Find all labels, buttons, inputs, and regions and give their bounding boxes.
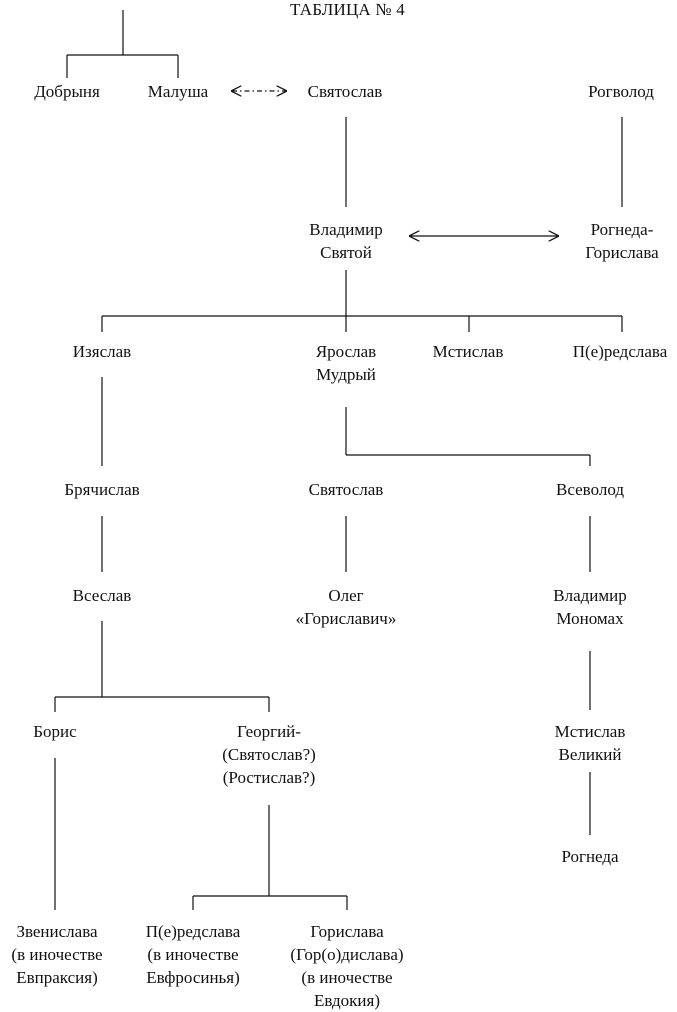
node-label: Борис <box>33 722 77 741</box>
node-label: Рогнеда- <box>590 220 654 239</box>
node-vsevolod: Всеволод <box>505 478 675 501</box>
node-label: Мудрый <box>316 365 376 384</box>
node-bryachislav: Брячислав <box>17 478 187 501</box>
node-rogneda-gorislava: Рогнеда- Горислава <box>537 218 677 264</box>
node-label: «Гориславич» <box>295 609 397 628</box>
node-label: Добрыня <box>34 82 100 101</box>
node-label: Брячислав <box>64 480 140 499</box>
node-label: Евдокия) <box>314 991 380 1010</box>
node-label: Горислава <box>585 243 659 262</box>
node-label: Мономах <box>556 609 624 628</box>
node-label: Владимир <box>553 586 627 605</box>
node-rogvolod: Рогволод <box>536 80 677 103</box>
node-label: Святой <box>320 243 372 262</box>
node-label: Горислава <box>310 922 384 941</box>
node-label: Евпраксия) <box>16 968 98 987</box>
node-label: (Гор(о)дислава) <box>290 945 404 964</box>
node-label: Георгий- <box>237 722 301 741</box>
node-label: Рогнеда <box>561 847 619 866</box>
node-oleg-gorislavich: Олег «Гориславич» <box>261 584 431 630</box>
node-mstislav: Мстислав <box>383 340 553 363</box>
node-vseslav: Всеслав <box>17 584 187 607</box>
node-label: Мстислав <box>554 722 626 741</box>
node-label: Святослав <box>307 82 383 101</box>
node-label: Святослав <box>308 480 384 499</box>
node-dobrynya: Добрыня <box>0 80 152 103</box>
node-label: (в иночестве <box>147 945 239 964</box>
node-label: Мстислав <box>432 342 504 361</box>
node-label: (в иночестве <box>301 968 393 987</box>
node-gorislava: Горислава (Гор(о)дислава) (в иночестве Е… <box>262 920 432 1012</box>
node-rogneda-mstislavna: Рогнеда <box>505 845 675 868</box>
node-malusha: Малуша <box>93 80 263 103</box>
node-predslava-yevfrosinya: П(е)редслава (в иночестве Евфросинья) <box>108 920 278 989</box>
node-label: Владимир <box>309 220 383 239</box>
node-mstislav-velikiy: Мстислав Великий <box>505 720 675 766</box>
node-label: Евфросинья) <box>146 968 240 987</box>
node-georgiy: Георгий- (Святослав?) (Ростислав?) <box>184 720 354 789</box>
node-vladimir-svyatoy: Владимир Святой <box>261 218 431 264</box>
node-label: (Ростислав?) <box>222 768 316 787</box>
node-label: Всеволод <box>556 480 624 499</box>
node-vladimir-monomakh: Владимир Мономах <box>505 584 675 630</box>
node-svyatoslav-yaroslavich: Святослав <box>261 478 431 501</box>
node-svyatoslav-igorevich: Святослав <box>260 80 430 103</box>
node-izyaslav: Изяслав <box>17 340 187 363</box>
node-label: Изяслав <box>72 342 132 361</box>
node-label: Всеслав <box>72 586 132 605</box>
node-boris: Борис <box>0 720 140 743</box>
node-label: Малуша <box>147 82 209 101</box>
node-label: П(е)редслава <box>145 922 241 941</box>
node-yaroslav-mudry: Ярослав Мудрый <box>261 340 431 386</box>
node-label: (Святослав?) <box>222 745 316 764</box>
table-title: ТАБЛИЦА № 4 <box>290 0 405 19</box>
node-label: (в иночестве <box>11 945 103 964</box>
node-predslava: П(е)редслава <box>535 340 677 363</box>
node-label: Ярослав <box>315 342 377 361</box>
node-label: Звенислава <box>16 922 98 941</box>
node-label: П(е)редслава <box>572 342 668 361</box>
node-label: Олег <box>328 586 364 605</box>
node-label: Великий <box>558 745 622 764</box>
node-zvenislava: Звенислава (в иночестве Евпраксия) <box>0 920 142 989</box>
node-label: Рогволод <box>588 82 654 101</box>
